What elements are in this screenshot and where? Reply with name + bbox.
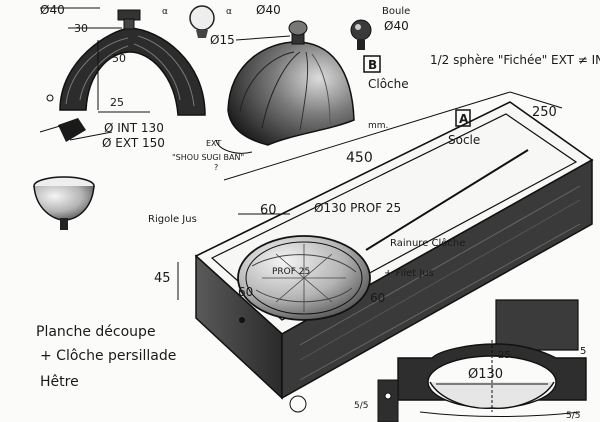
dim-phi15: Ø15 bbox=[210, 33, 235, 47]
note-hetre: Hêtre bbox=[40, 374, 79, 390]
section-view-drawing bbox=[377, 299, 587, 422]
section-b-name: Clôche bbox=[368, 77, 409, 91]
socle-board-drawing bbox=[177, 91, 594, 413]
mm-unit: mm. bbox=[368, 121, 388, 131]
dim-25-section: 25 bbox=[498, 350, 511, 361]
filet-jus-label: + Filet Jus bbox=[384, 268, 434, 279]
dim-phi40-boule: Ø40 bbox=[384, 19, 409, 33]
dim-phi130-section: Ø130 bbox=[468, 367, 503, 382]
dim-60-a: 60 bbox=[260, 203, 277, 218]
dim-45: 45 bbox=[154, 271, 171, 286]
note-cloche: + Clôche persillade bbox=[40, 348, 176, 364]
dim-60-c: 60 bbox=[370, 291, 385, 305]
boule-knob-drawing bbox=[350, 19, 372, 50]
dim-phi40-top: Ø40 bbox=[40, 3, 65, 17]
dim-int130: Ø INT 130 bbox=[104, 121, 164, 135]
dim-60-b: 60 bbox=[238, 285, 253, 299]
dim-250: 250 bbox=[532, 105, 557, 120]
dim-450: 450 bbox=[346, 150, 373, 166]
question-mark: ? bbox=[214, 163, 218, 172]
dim-ext150: Ø EXT 150 bbox=[102, 136, 165, 150]
note-planche: Planche découpe bbox=[36, 324, 156, 340]
boule-label: Boule bbox=[382, 6, 410, 17]
cloche-section-drawing bbox=[39, 7, 206, 142]
mark-a1: α bbox=[162, 7, 168, 17]
dim-25-profile: 25 bbox=[110, 96, 124, 109]
dim-5-left: 5/5 bbox=[354, 401, 368, 411]
mark-a2: α bbox=[226, 7, 232, 17]
shou-sugi-ban-note: "SHOU SUGI BAN" bbox=[172, 153, 244, 162]
rigole-jus-label: Rigole Jus bbox=[148, 214, 197, 225]
dim-phi130-prof: Ø130 PROF 25 bbox=[314, 201, 401, 215]
dim-30: 30 bbox=[74, 22, 88, 35]
bowl-on-stand-sketch bbox=[33, 176, 95, 230]
dim-5-far: 5/5 bbox=[566, 411, 580, 421]
dim-50: 50 bbox=[112, 52, 126, 65]
ext-note: EXT bbox=[206, 139, 221, 148]
section-a-letter: A bbox=[459, 112, 469, 126]
boule-sketch bbox=[189, 5, 215, 38]
dim-prof25: PROF 25 bbox=[272, 267, 310, 277]
dome-drawing bbox=[215, 20, 355, 154]
rainure-cloche-label: Rainure Clôche bbox=[390, 237, 465, 249]
section-b-letter: B bbox=[368, 58, 377, 72]
section-a-name: Socle bbox=[448, 133, 480, 147]
dim-5-right: 5 bbox=[580, 346, 586, 357]
dim-phi40-dome: Ø40 bbox=[256, 3, 281, 17]
sphere-title: 1/2 sphère "Fichée" EXT ≠ INT bbox=[430, 53, 600, 67]
